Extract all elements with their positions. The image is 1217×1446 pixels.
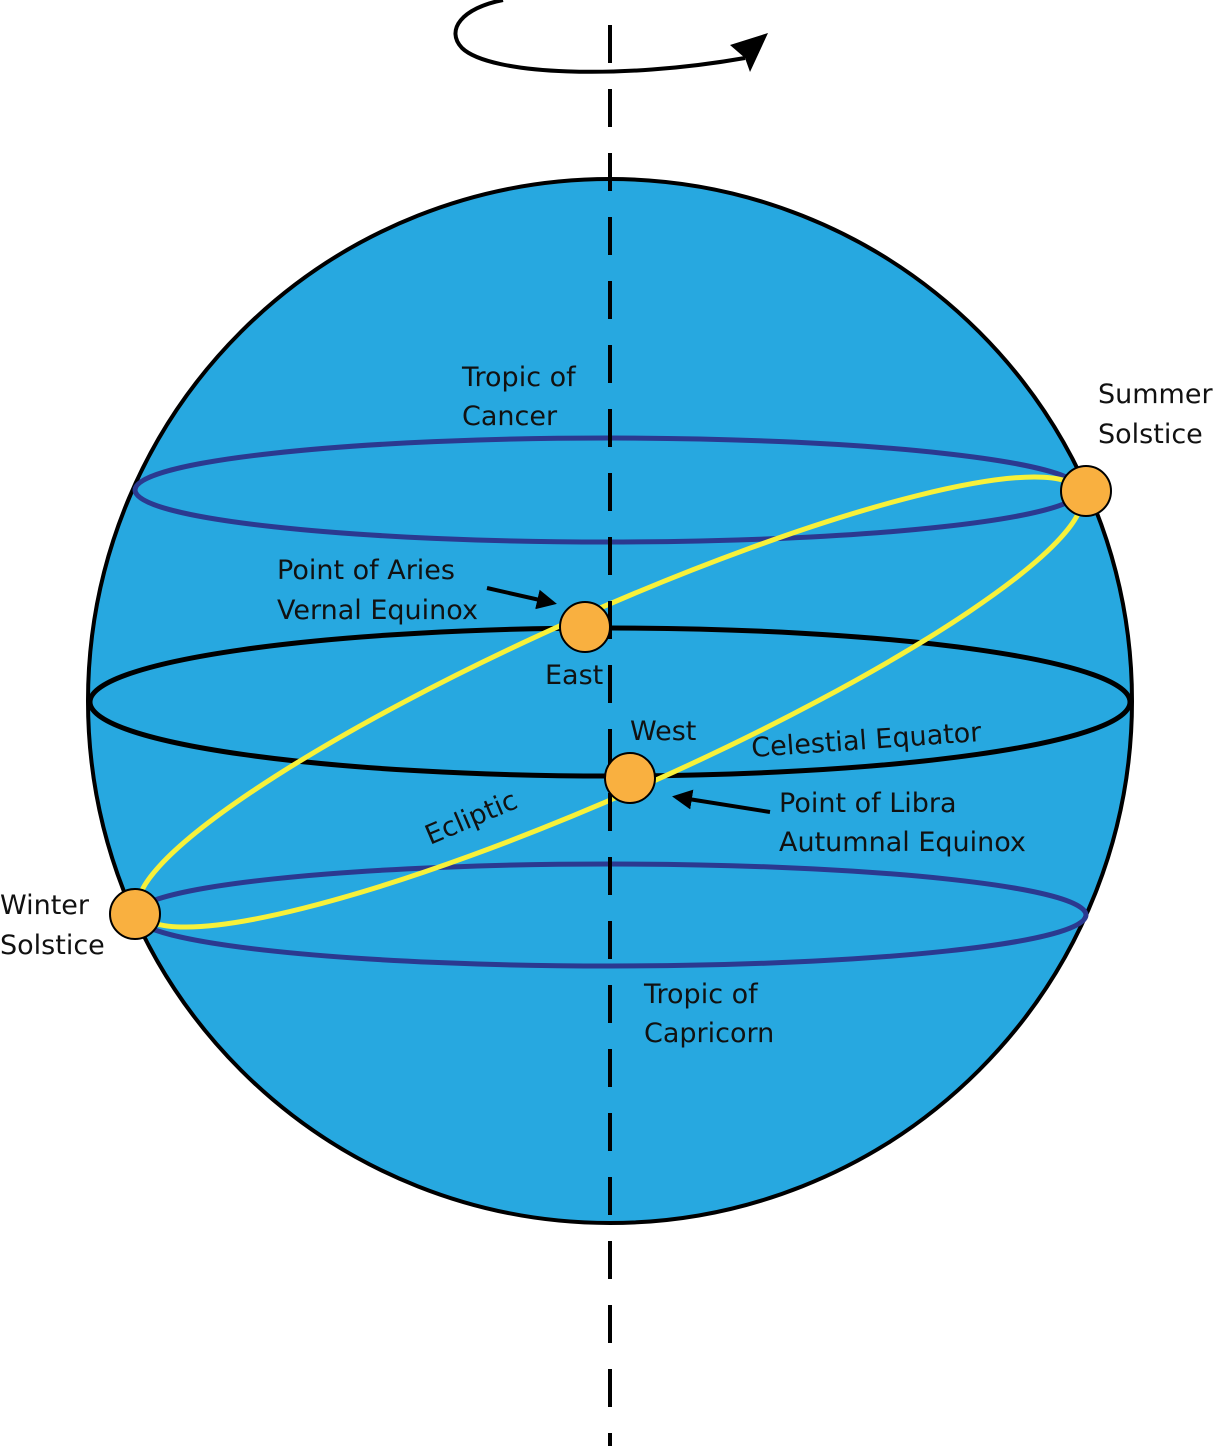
arrow-pointer-icon xyxy=(486,586,557,610)
point-of-libra-label-line1: Point of Libra xyxy=(779,788,957,819)
tropic-of-cancer-label-line1: Tropic of xyxy=(461,362,577,393)
summer-solstice-label-line2: Solstice xyxy=(1098,419,1203,450)
rotation-arrow-icon xyxy=(453,0,768,74)
autumnal-equinox-marker xyxy=(604,752,656,804)
tropic-of-capricorn-label-line2: Capricorn xyxy=(644,1018,774,1049)
point-of-aries-label-line1: Point of Aries xyxy=(277,555,455,586)
east-label: East xyxy=(545,660,603,691)
winter-solstice-marker xyxy=(109,888,161,940)
arrow-pointer-icon xyxy=(672,789,771,814)
west-label: West xyxy=(630,716,696,747)
tropic-of-cancer-label-line2: Cancer xyxy=(462,401,558,432)
summer-solstice-label-line1: Summer xyxy=(1098,379,1213,410)
winter-solstice-label-line2: Solstice xyxy=(0,930,105,961)
summer-solstice-marker xyxy=(1060,465,1112,517)
point-of-aries-label-line2: Vernal Equinox xyxy=(277,595,478,626)
tropic-of-capricorn-label-line1: Tropic of xyxy=(643,979,759,1010)
winter-solstice-label-line1: Winter xyxy=(0,890,90,921)
point-of-libra-label-line2: Autumnal Equinox xyxy=(779,827,1026,858)
vernal-equinox-marker xyxy=(559,601,611,653)
